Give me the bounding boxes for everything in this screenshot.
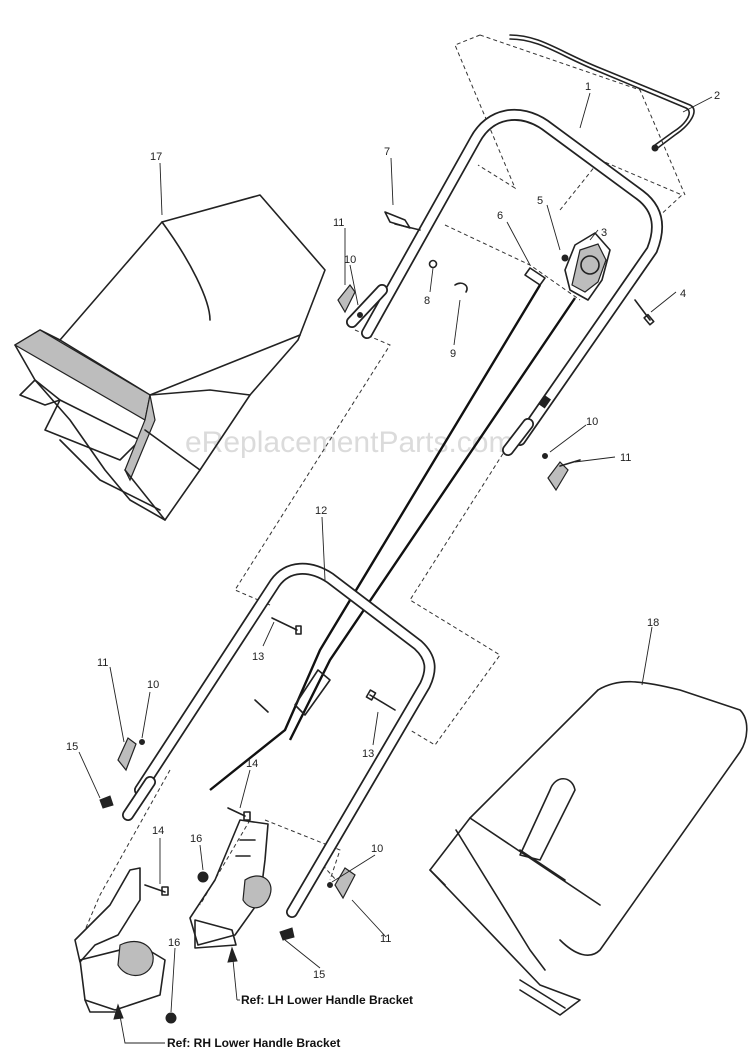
callout-11-lower-right: 11	[380, 933, 391, 945]
bag-frame-part-18	[429, 680, 748, 1016]
callout-13-left: 13	[252, 651, 264, 663]
watermark: eReplacementParts.com	[185, 426, 513, 459]
lh-reference-arrow	[227, 946, 238, 963]
lh-lower-bracket	[189, 819, 272, 949]
callout-14-right: 14	[246, 758, 258, 770]
callout-16-upper: 16	[190, 833, 202, 845]
callout-8: 8	[424, 295, 430, 307]
callout-10-lower-right: 10	[371, 843, 383, 855]
callout-3: 3	[601, 227, 607, 239]
callout-2: 2	[714, 90, 720, 102]
control-housing-part-3	[561, 232, 611, 301]
grass-bag-part-17	[13, 194, 326, 521]
callout-5: 5	[537, 195, 543, 207]
rh-reference-arrow	[113, 1003, 124, 1020]
upper-handle-part-1	[346, 108, 663, 456]
callout-4: 4	[680, 288, 686, 300]
callout-10-upper-right: 10	[586, 416, 598, 428]
rh-lower-bracket	[74, 867, 166, 1013]
control-bar-part-2	[509, 34, 695, 152]
rh-lower-bracket-reference: Ref: RH Lower Handle Bracket	[167, 1036, 340, 1050]
callout-7: 7	[384, 146, 390, 158]
callout-13-right: 13	[362, 748, 374, 760]
callout-12: 12	[315, 505, 327, 517]
callout-16-lower: 16	[168, 937, 180, 949]
callout-17: 17	[150, 151, 162, 163]
callout-1: 1	[585, 81, 591, 93]
control-cables	[209, 284, 576, 791]
callouts: 1 2 3 4 5 6 7 8 9 10 10 10 10 11 11 11 1…	[66, 81, 720, 981]
bolts-part-13	[271, 617, 396, 711]
assembly-guides	[84, 34, 686, 931]
callout-10-upper-left: 10	[344, 254, 356, 266]
bolt-part-4	[634, 299, 655, 326]
callout-18: 18	[647, 617, 659, 629]
callout-15-left: 15	[66, 741, 78, 753]
callout-11-lower-left: 11	[97, 657, 108, 669]
lh-lower-bracket-reference: Ref: LH Lower Handle Bracket	[241, 993, 413, 1007]
handle-knobs	[117, 284, 581, 900]
callout-11-upper-right: 11	[620, 452, 631, 464]
hardware-small	[384, 211, 546, 293]
callout-10-lower-left: 10	[147, 679, 159, 691]
leader-lines	[78, 92, 713, 1044]
callout-15-right: 15	[313, 969, 325, 981]
bracket-hardware	[99, 795, 295, 1024]
callout-6: 6	[497, 210, 503, 222]
callout-11-upper-left: 11	[333, 217, 344, 229]
callout-9: 9	[450, 348, 456, 360]
callout-14-left: 14	[152, 825, 164, 837]
lower-handle-part-12	[122, 562, 436, 918]
